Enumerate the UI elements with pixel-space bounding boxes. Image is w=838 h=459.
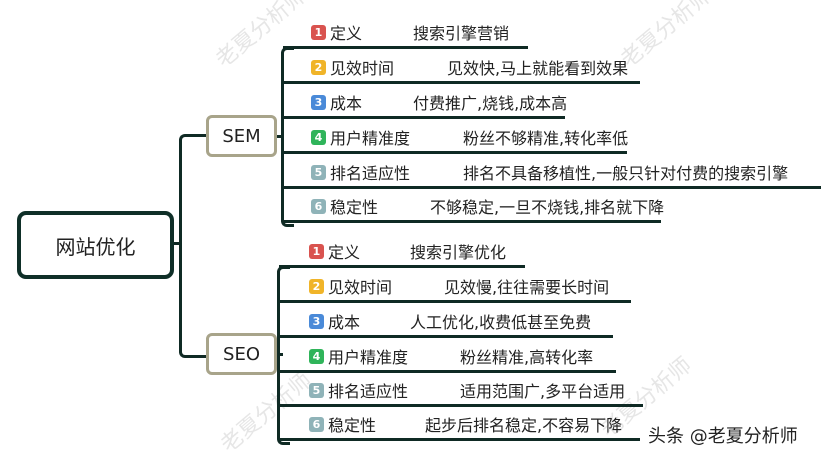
item-value: 起步后排名稳定,不容易下降 [425,416,623,435]
item-value: 适用范围广,多平台适用 [460,382,626,401]
branch-label: SEO [223,343,260,365]
item-label: 定义 [330,24,363,43]
sem-item-time[interactable]: 2 见效时间 见效快,马上就能看到效果 [283,50,640,84]
item-label: 成本 [330,94,363,113]
item-label: 用户精准度 [328,348,409,367]
branch-label: SEM [222,125,261,147]
item-value: 搜索引擎优化 [410,243,507,262]
item-underline [279,335,613,338]
item-label: 用户精准度 [330,129,411,148]
item-label: 见效时间 [330,59,395,78]
root-label: 网站优化 [55,234,136,259]
number-badge-6: 6 [311,198,326,214]
item-underline [279,438,640,441]
number-badge-1: 1 [311,24,326,40]
item-value: 人工优化,收费低甚至免费 [410,313,592,332]
item-underline [283,116,565,119]
branch-connector [277,353,283,356]
seo-item-adaptability[interactable]: 5 排名适应性 适用范围广,多平台适用 [279,373,643,407]
item-label: 排名适应性 [328,382,409,401]
item-label: 定义 [328,243,361,262]
root-node[interactable]: 网站优化 [17,211,174,279]
item-underline [279,265,525,268]
item-value: 不够稳定,一旦不烧钱,排名就下降 [430,198,665,217]
item-label: 成本 [328,313,361,332]
seo-item-cost[interactable]: 3 成本 人工优化,收费低甚至免费 [279,304,613,338]
number-badge-5: 5 [309,382,324,398]
root-bracket [179,134,206,358]
item-value: 付费推广,烧钱,成本高 [413,94,568,113]
number-badge-2: 2 [309,278,324,294]
item-underline [283,46,528,49]
item-underline [283,220,661,223]
root-connector [174,242,182,245]
number-badge-5: 5 [311,164,326,180]
number-badge-3: 3 [311,94,326,110]
sem-item-definition[interactable]: 1 定义 搜索引擎营销 [283,15,528,49]
sem-item-stability[interactable]: 6 稳定性 不够稳定,一旦不烧钱,排名就下降 [283,189,665,223]
sem-item-precision[interactable]: 4 用户精准度 粉丝不够精准,转化率低 [283,120,629,154]
number-badge-1: 1 [309,243,324,259]
branch-sem[interactable]: SEM [206,115,277,157]
item-underline [279,300,631,303]
item-value: 见效快,马上就能看到效果 [447,59,629,78]
number-badge-4: 4 [309,348,324,364]
item-underline [283,81,640,84]
branch-seo[interactable]: SEO [206,333,277,375]
number-badge-4: 4 [311,129,326,145]
author-credit: 头条 @老夏分析师 [648,426,798,447]
item-label: 稳定性 [330,198,379,217]
sem-item-adaptability[interactable]: 5 排名适应性 排名不具备移植性,一般只针对付费的搜索引擎 [283,155,821,189]
item-label: 见效时间 [328,278,393,297]
seo-item-stability[interactable]: 6 稳定性 起步后排名稳定,不容易下降 [279,407,640,441]
sem-item-cost[interactable]: 3 成本 付费推广,烧钱,成本高 [283,85,568,119]
number-badge-2: 2 [311,59,326,75]
number-badge-6: 6 [309,416,324,432]
item-label: 排名适应性 [330,164,411,183]
item-label: 稳定性 [328,416,377,435]
seo-item-precision[interactable]: 4 用户精准度 粉丝精准,高转化率 [279,339,616,373]
item-underline [283,186,821,189]
seo-item-time[interactable]: 2 见效时间 见效慢,往往需要长时间 [279,269,631,303]
item-underline [279,370,616,373]
number-badge-3: 3 [309,313,324,329]
seo-item-definition[interactable]: 1 定义 搜索引擎优化 [279,234,525,268]
item-underline [279,404,643,407]
item-value: 粉丝不够精准,转化率低 [463,129,629,148]
item-value: 粉丝精准,高转化率 [460,348,594,367]
item-value: 排名不具备移植性,一般只针对付费的搜索引擎 [463,164,789,183]
item-value: 见效慢,往往需要长时间 [444,278,610,297]
branch-connector [277,135,283,138]
item-underline [283,151,627,154]
item-value: 搜索引擎营销 [413,24,510,43]
